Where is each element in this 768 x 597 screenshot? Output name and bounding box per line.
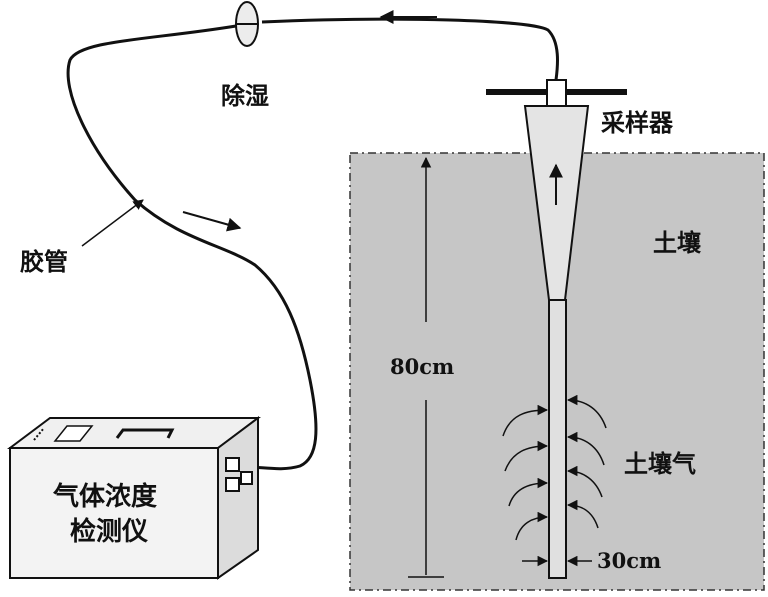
- hose-label: 胶管: [20, 248, 68, 276]
- sampler-connector: [546, 79, 567, 107]
- analyzer-ports: [225, 457, 253, 492]
- analyzer-screen: [53, 425, 94, 442]
- dehumidify-label: 除湿: [221, 82, 269, 110]
- depth-label: 80cm: [390, 354, 454, 379]
- analyzer-port-2: [225, 477, 240, 492]
- analyzer-front-face: [9, 447, 219, 579]
- soil-gas-arrows-right: [566, 394, 607, 529]
- analyzer-label-line1: 气体浓度: [52, 481, 157, 512]
- flow-arrow-middle: [182, 211, 242, 232]
- hose-lower: [66, 24, 318, 471]
- analyzer-handle: [115, 428, 175, 439]
- hose-pointer: [81, 199, 144, 247]
- analyzer-label-line2: 检测仪: [70, 516, 149, 547]
- analyzer-port-1: [225, 457, 240, 472]
- hose-upper: [261, 17, 560, 81]
- soil-gas-arrows-left: [502, 404, 549, 541]
- analyzer-top-face: [7, 417, 261, 449]
- sampler-label: 采样器: [601, 109, 674, 137]
- soil-gas-label: 土壤气: [624, 450, 696, 478]
- soil-label: 土壤: [653, 229, 702, 257]
- analyzer-top-details: [33, 425, 175, 442]
- sampling-pipe: [548, 299, 567, 579]
- analyzer-port-3: [240, 471, 253, 485]
- pipe-width-label: 30cm: [597, 548, 661, 573]
